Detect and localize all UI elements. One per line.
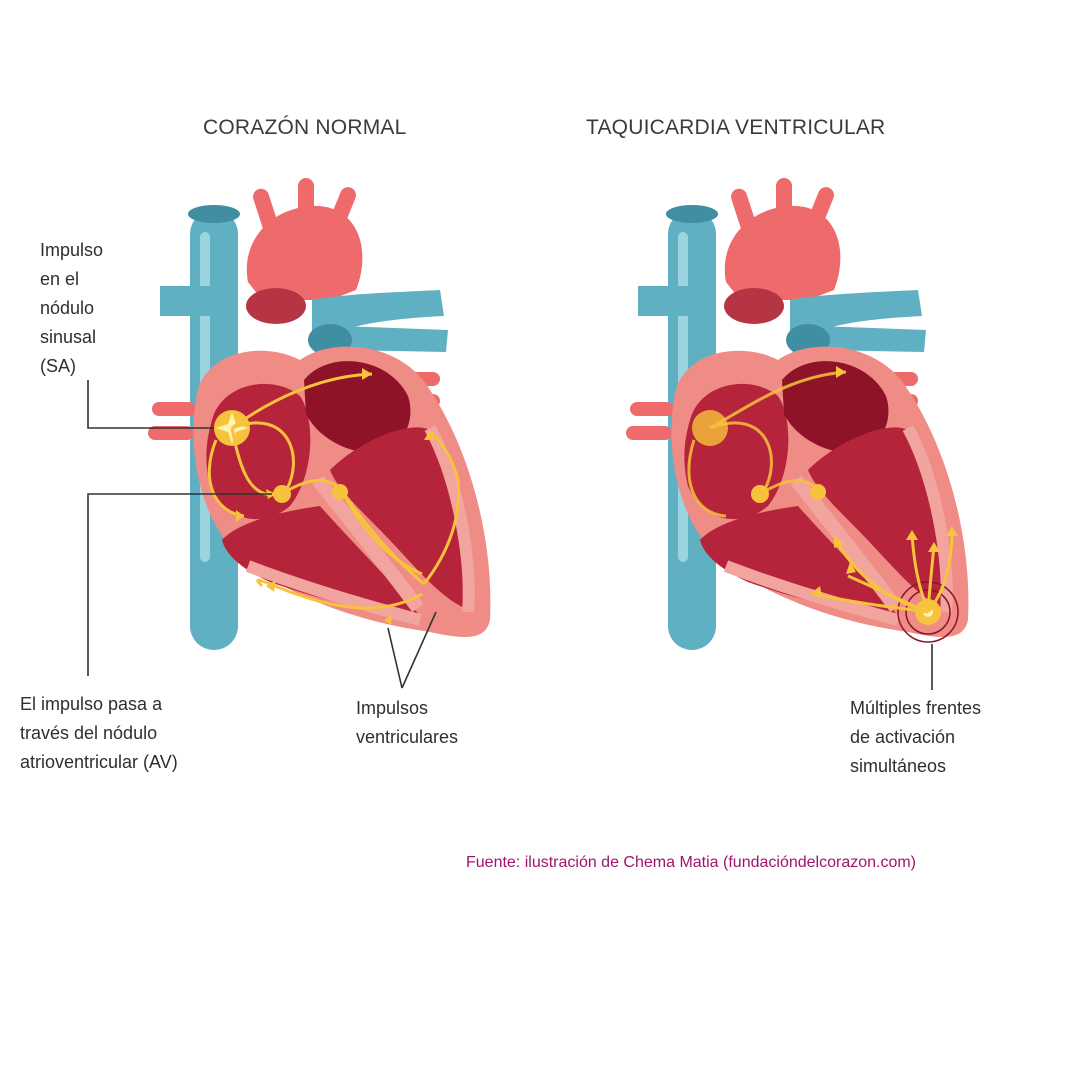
label-av-node: El impulso pasa a través del nódulo atri… <box>20 694 178 772</box>
tachycardia-impulse-paths <box>813 529 954 614</box>
tachycardia-heart-illustration <box>626 178 968 690</box>
source-credit: Fuente: ilustración de Chema Matia (fund… <box>466 854 917 871</box>
label-sa-node: Impulso en el nódulo sinusal (SA) <box>40 240 104 376</box>
title-ventricular-tachycardia: TAQUICARDIA VENTRICULAR <box>586 116 886 139</box>
ventricular-leader-line <box>387 611 437 689</box>
label-multiple-fronts: Múltiples frentes de activación simultán… <box>850 698 982 776</box>
sa-leader-line <box>87 380 214 429</box>
av-leader-line <box>87 493 272 676</box>
label-ventricular-impulses: Impulsos ventriculares <box>356 698 459 747</box>
title-normal-heart: CORAZÓN NORMAL <box>203 116 407 139</box>
normal-heart-illustration <box>87 178 490 689</box>
